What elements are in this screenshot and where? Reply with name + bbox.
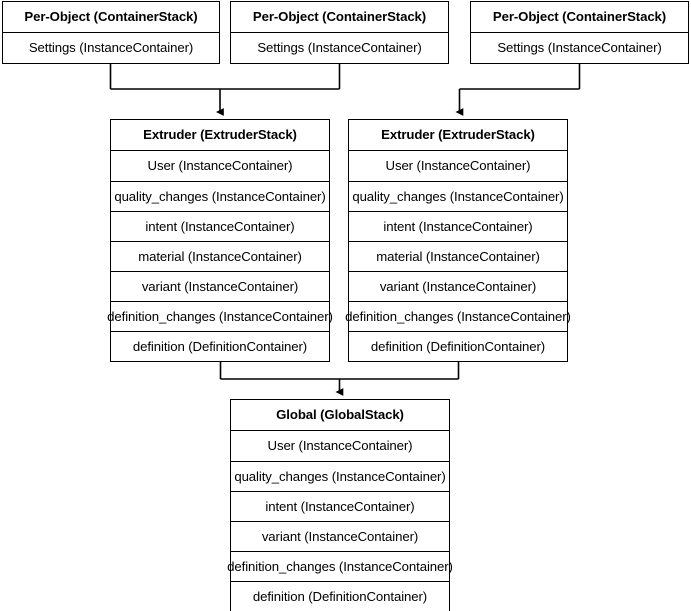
node-row: definition_changes (InstanceContainer) xyxy=(107,301,333,331)
node-row: quality_changes (InstanceContainer) xyxy=(349,181,567,211)
node-per-object-3[interactable]: Per-Object (ContainerStack) Settings (In… xyxy=(470,1,689,64)
node-row: quality_changes (InstanceContainer) xyxy=(111,181,329,211)
node-header: Extruder (ExtruderStack) xyxy=(111,120,329,151)
node-header: Per-Object (ContainerStack) xyxy=(231,2,448,33)
node-row: material (InstanceContainer) xyxy=(349,241,567,271)
node-row: User (InstanceContainer) xyxy=(111,151,329,181)
node-row: quality_changes (InstanceContainer) xyxy=(231,461,449,491)
node-header: Extruder (ExtruderStack) xyxy=(349,120,567,151)
node-row: definition_changes (InstanceContainer) xyxy=(345,301,571,331)
node-row: variant (InstanceContainer) xyxy=(349,271,567,301)
node-global[interactable]: Global (GlobalStack) User (InstanceConta… xyxy=(227,399,453,611)
node-extruder-1[interactable]: Extruder (ExtruderStack) User (InstanceC… xyxy=(107,119,333,362)
node-per-object-2[interactable]: Per-Object (ContainerStack) Settings (In… xyxy=(230,1,449,64)
node-header: Per-Object (ContainerStack) xyxy=(471,2,688,33)
node-row: definition (DefinitionContainer) xyxy=(231,581,449,611)
node-row: material (InstanceContainer) xyxy=(111,241,329,271)
node-extruder-2[interactable]: Extruder (ExtruderStack) User (InstanceC… xyxy=(345,119,571,362)
node-row: definition (DefinitionContainer) xyxy=(111,331,329,361)
node-per-object-1[interactable]: Per-Object (ContainerStack) Settings (In… xyxy=(2,1,220,64)
node-row: Settings (InstanceContainer) xyxy=(471,33,688,63)
node-row: definition_changes (InstanceContainer) xyxy=(227,551,453,581)
node-header: Per-Object (ContainerStack) xyxy=(3,2,219,33)
node-row: variant (InstanceContainer) xyxy=(231,521,449,551)
node-header: Global (GlobalStack) xyxy=(231,400,449,431)
node-row: intent (InstanceContainer) xyxy=(231,491,449,521)
node-row: User (InstanceContainer) xyxy=(231,431,449,461)
node-row: Settings (InstanceContainer) xyxy=(3,33,219,63)
node-row: definition (DefinitionContainer) xyxy=(349,331,567,361)
node-row: User (InstanceContainer) xyxy=(349,151,567,181)
node-row: variant (InstanceContainer) xyxy=(111,271,329,301)
node-row: intent (InstanceContainer) xyxy=(111,211,329,241)
node-row: Settings (InstanceContainer) xyxy=(231,33,448,63)
node-row: intent (InstanceContainer) xyxy=(349,211,567,241)
